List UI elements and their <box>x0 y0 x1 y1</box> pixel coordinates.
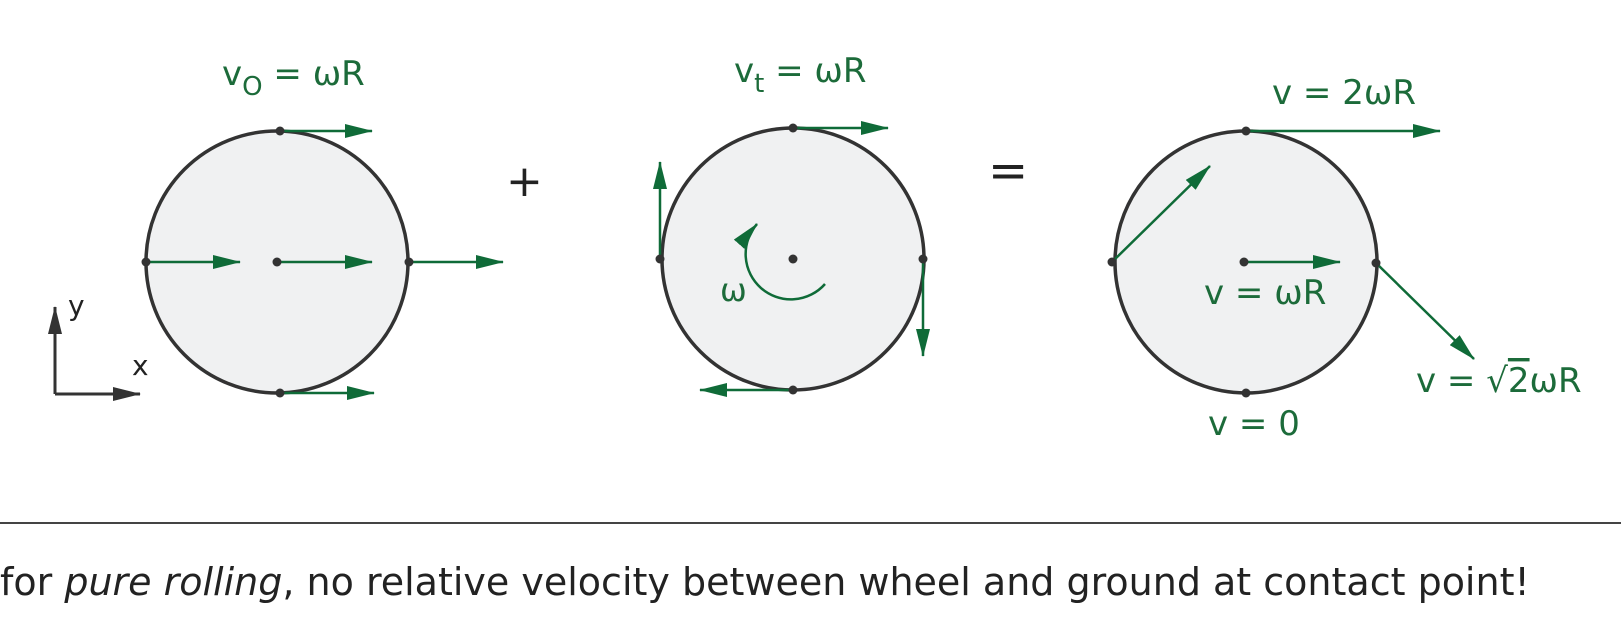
plus-operator: + <box>506 156 543 207</box>
point-left <box>1107 257 1117 267</box>
label-vo: vO = ωR <box>222 54 365 102</box>
point-center <box>272 257 282 267</box>
coordinate-axes: y x <box>48 289 149 401</box>
caption: for pure rolling, no relative velocity b… <box>0 560 1530 604</box>
point-bottom <box>275 388 285 398</box>
point-right <box>404 257 414 267</box>
point-right <box>1371 258 1381 268</box>
y-axis-label: y <box>68 289 85 322</box>
panel-result: v = 2ωR v = ωR v = 0 v = √2ωR <box>1107 73 1582 444</box>
label-top-velocity: v = 2ωR <box>1272 73 1416 113</box>
velocity-arrow-right-diagonal <box>1375 262 1475 360</box>
point-center <box>788 254 798 264</box>
velocity-arrow-left-diagonal <box>1111 165 1211 263</box>
caption-pre: for <box>0 560 65 604</box>
point-left <box>655 254 665 264</box>
point-right <box>918 254 928 264</box>
divider-line <box>0 522 1621 524</box>
point-left <box>141 257 151 267</box>
panel-rotation: vt = ωR ω <box>653 51 930 397</box>
caption-post: , no relative velocity between wheel and… <box>282 560 1530 604</box>
label-diagonal-velocity: v = √2ωR <box>1416 361 1582 401</box>
point-center <box>1239 257 1249 267</box>
point-bottom-contact <box>1241 388 1251 398</box>
point-top <box>275 126 285 136</box>
point-top <box>788 123 798 133</box>
label-vt: vt = ωR <box>734 51 867 99</box>
label-omega: ω <box>720 271 747 309</box>
panel-translation: vO = ωR <box>141 54 504 400</box>
caption-emphasis: pure rolling <box>64 560 283 604</box>
label-center-velocity: v = ωR <box>1204 273 1326 313</box>
point-top <box>1241 126 1251 136</box>
point-bottom <box>788 385 798 395</box>
omega-rotation-arrow <box>733 223 826 301</box>
x-axis-label: x <box>132 349 149 382</box>
equals-operator: = <box>988 143 1028 199</box>
label-contact-velocity: v = 0 <box>1208 404 1300 444</box>
